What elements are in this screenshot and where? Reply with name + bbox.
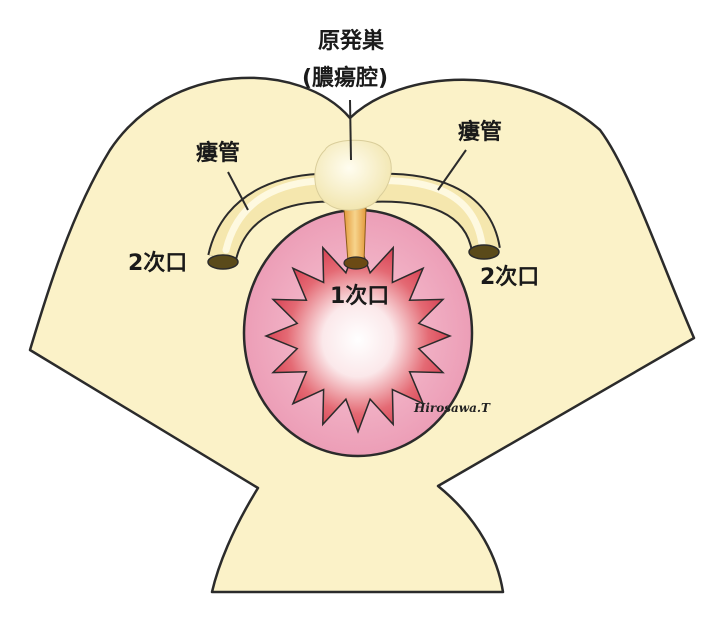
- primary-duct: [343, 207, 367, 263]
- primary-lesion-star: [263, 238, 453, 434]
- label-abscess-title: 原発巣: [318, 29, 385, 54]
- label-abscess-sub: (膿瘍腔): [302, 66, 389, 91]
- label-secondary-left: 2次口: [128, 251, 188, 276]
- leader-line-fistula-right: [437, 149, 467, 191]
- label-fistula-right: 瘻管: [458, 120, 503, 145]
- label-secondary-right: 2次口: [480, 265, 540, 290]
- leader-line-fistula-left: [227, 171, 249, 211]
- secondary-opening-left: [207, 254, 239, 270]
- label-fistula-left: 瘻管: [196, 141, 241, 166]
- label-primary-opening: 1次口: [330, 284, 390, 309]
- secondary-opening-right: [468, 244, 500, 260]
- author-signature: Hirosawa.T: [414, 401, 490, 415]
- leader-line-abscess: [349, 99, 352, 161]
- abscess-cavity: [314, 139, 392, 211]
- primary-opening: [343, 256, 369, 270]
